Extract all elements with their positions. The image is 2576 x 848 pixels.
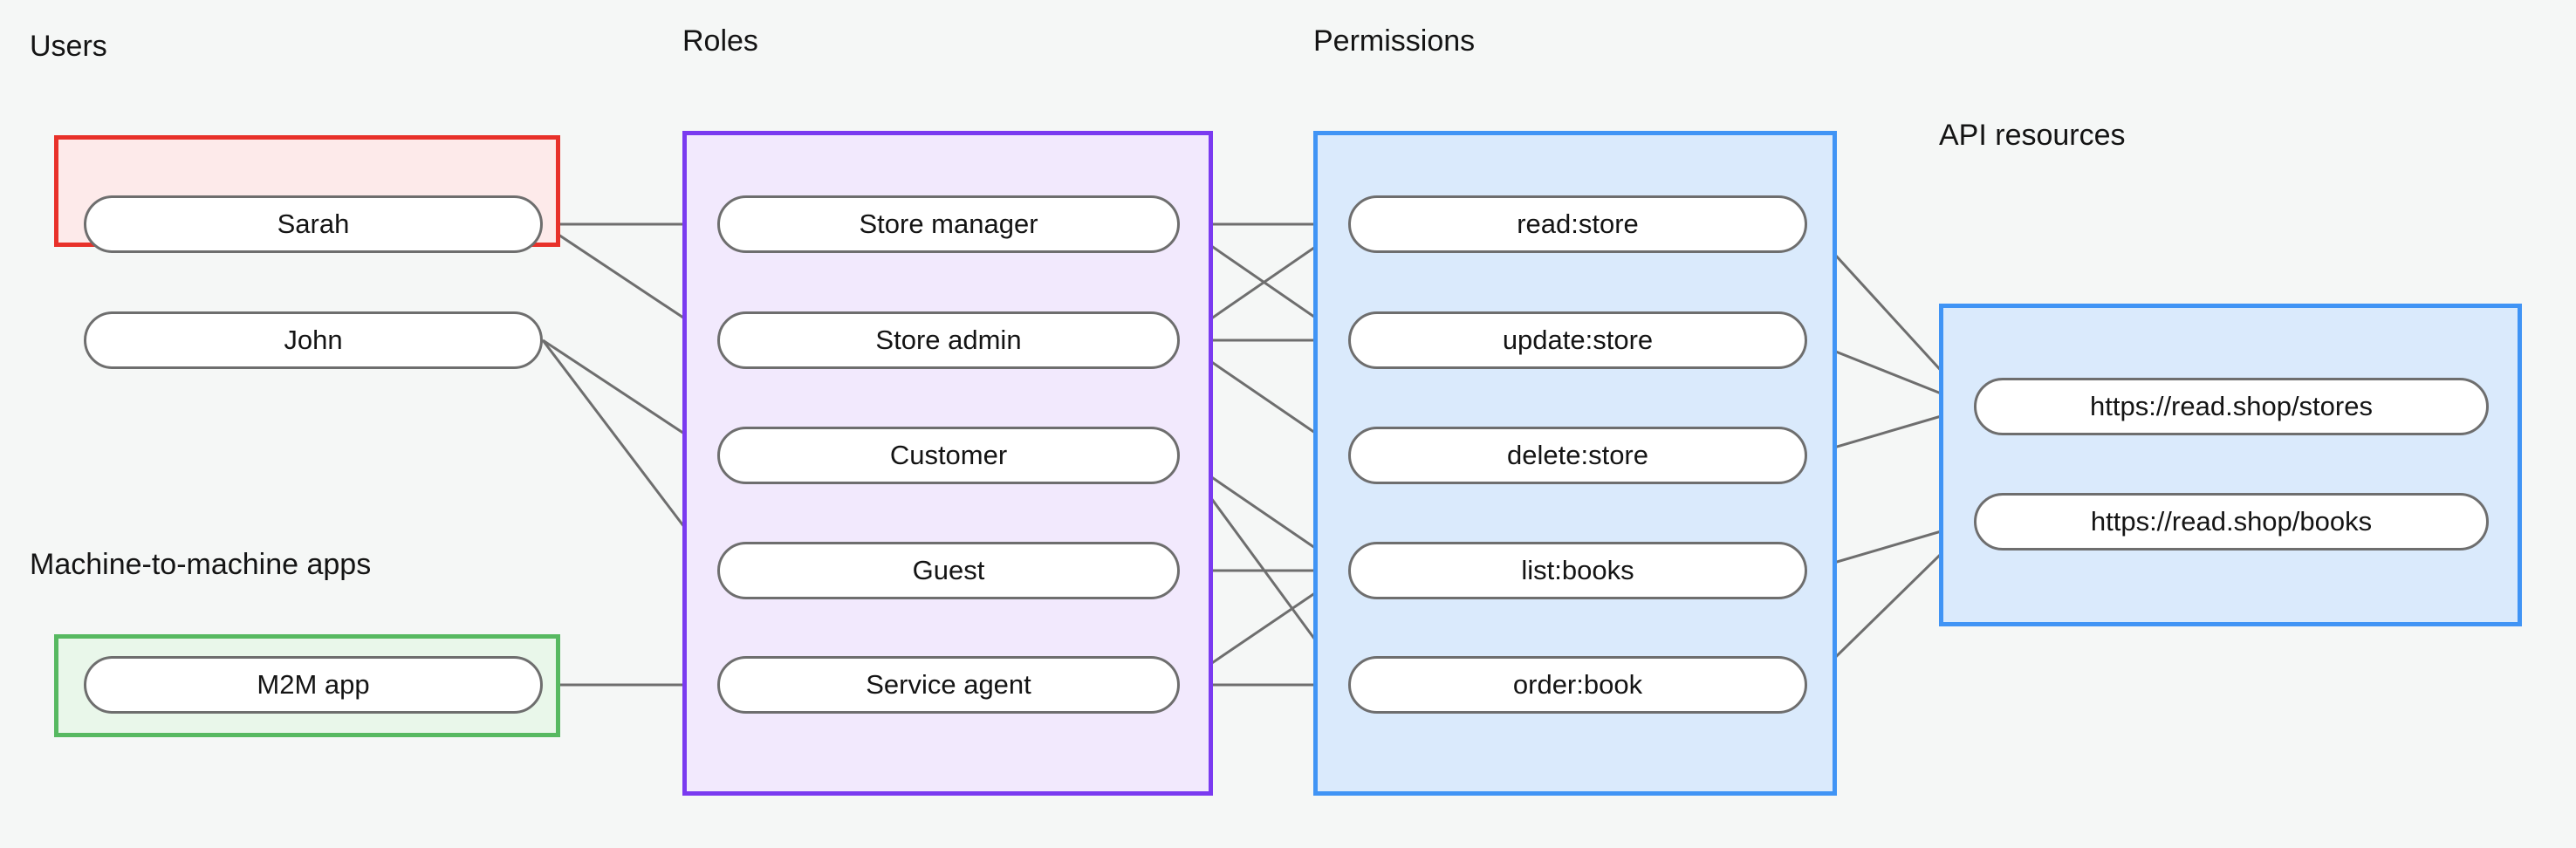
node-guest[interactable]: Guest (717, 542, 1180, 599)
group-label-users: Users (30, 30, 107, 63)
node-sarah[interactable]: Sarah (84, 195, 543, 253)
node-store-manager[interactable]: Store manager (717, 195, 1180, 253)
node-delete-store[interactable]: delete:store (1348, 427, 1807, 484)
node-store-admin[interactable]: Store admin (717, 311, 1180, 369)
node-res-stores[interactable]: https://read.shop/stores (1974, 378, 2489, 435)
node-john[interactable]: John (84, 311, 543, 369)
node-customer[interactable]: Customer (717, 427, 1180, 484)
group-box-api (1939, 304, 2522, 626)
group-label-m2m: Machine-to-machine apps (30, 548, 372, 581)
node-order-book[interactable]: order:book (1348, 656, 1807, 714)
node-service-agent[interactable]: Service agent (717, 656, 1180, 714)
node-res-books[interactable]: https://read.shop/books (1974, 493, 2489, 551)
node-m2mapp[interactable]: M2M app (84, 656, 543, 714)
node-read-store[interactable]: read:store (1348, 195, 1807, 253)
node-update-store[interactable]: update:store (1348, 311, 1807, 369)
group-label-roles: Roles (682, 24, 758, 58)
group-label-api: API resources (1939, 119, 2126, 152)
group-label-permissions: Permissions (1313, 24, 1476, 58)
node-list-books[interactable]: list:books (1348, 542, 1807, 599)
